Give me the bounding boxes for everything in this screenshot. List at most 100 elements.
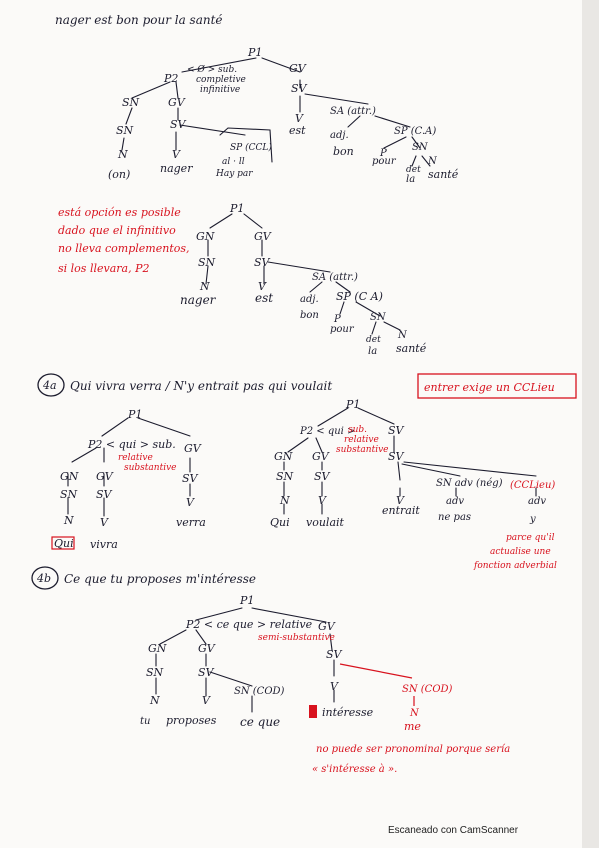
t1-spcc-words: al · ll bbox=[222, 157, 245, 167]
q4b-sncod: SN (COD) bbox=[234, 686, 285, 697]
q4a-l-rel: relative bbox=[118, 453, 153, 463]
t1-lines bbox=[121, 57, 431, 167]
svg-text:no puede ser pronominal porque: no puede ser pronominal porque sería bbox=[316, 744, 510, 755]
t2-p1: P1 bbox=[229, 202, 244, 215]
q4a-red-box bbox=[417, 373, 577, 399]
t1-v3: V bbox=[295, 112, 304, 125]
t2-n2: N bbox=[397, 330, 408, 341]
t1-v: V bbox=[172, 148, 181, 161]
q4a-l-qui-box bbox=[51, 536, 75, 550]
q4a-r-adv: adv bbox=[446, 496, 464, 507]
svg-text:« s'intéresse à ».: « s'intéresse à ». bbox=[312, 764, 397, 775]
t2-sante: santé bbox=[396, 342, 427, 355]
q4a-r-red-note: parce qu'il actualise une fonction adver… bbox=[473, 533, 557, 571]
svg-text:dado que el infinitivo: dado que el infinitivo bbox=[58, 224, 176, 237]
t1-pour: pour bbox=[372, 156, 397, 167]
svg-text:no lleva complementos,: no lleva complementos, bbox=[58, 242, 190, 255]
q4a-l-qui: Qui bbox=[54, 537, 74, 550]
t2-pour: pour bbox=[330, 324, 355, 335]
q4a-l-gn: GN bbox=[60, 470, 79, 483]
t2-det: det bbox=[366, 335, 381, 345]
t1-sa: SA (attr.) bbox=[330, 106, 376, 117]
t1-p2: P2 bbox=[163, 72, 178, 85]
q4b-sncod2: SN (COD) bbox=[402, 684, 453, 695]
q4a-r-rel: relative bbox=[344, 435, 379, 445]
t2-bon: bon bbox=[300, 310, 319, 321]
q4a-r-entrait: entrait bbox=[382, 504, 420, 517]
q4a-l-gv: GV bbox=[184, 442, 202, 455]
t1-sv2: SV bbox=[170, 118, 187, 131]
t2-sa: SA (attr.) bbox=[312, 272, 358, 283]
q4a-r-sv2: SV bbox=[388, 450, 405, 463]
t2-lines bbox=[205, 213, 401, 335]
q4a-l-p1: P1 bbox=[127, 408, 142, 421]
svg-text:si los llevara, P2: si los llevara, P2 bbox=[58, 262, 149, 275]
q4b-n2: N bbox=[409, 708, 420, 719]
t2-sn: SN bbox=[198, 256, 216, 269]
q4a-l-v: V bbox=[100, 516, 109, 529]
q4a-l-sn: SN bbox=[60, 488, 78, 501]
q4a-r-cclieu: (CCLieu) bbox=[510, 480, 555, 491]
q4b-v3: V bbox=[330, 680, 339, 693]
t1-heading: nager est bon pour la santé bbox=[55, 13, 223, 27]
q4a-r-voulait: voulait bbox=[306, 516, 345, 529]
q4b-me: me bbox=[404, 720, 421, 733]
camscanner-footer: Escaneado con CamScanner bbox=[388, 825, 519, 836]
q4b-heading: Ce que tu proposes m'intéresse bbox=[64, 572, 256, 586]
q4b-lines bbox=[155, 607, 415, 713]
scanned-page bbox=[0, 0, 582, 848]
q4a-r-qui: Qui bbox=[270, 516, 290, 529]
svg-text:parce qu'il: parce qu'il bbox=[506, 533, 555, 543]
q4b-gv2: GV bbox=[198, 642, 216, 655]
t2-sv: SV bbox=[254, 256, 271, 269]
q4a-l-sub: substantive bbox=[124, 463, 176, 473]
t1-p2-note2: completive bbox=[196, 75, 246, 85]
t1-sn3: SN bbox=[412, 142, 429, 153]
q4a-l-v3: V bbox=[186, 496, 195, 509]
t1-sante: santé bbox=[428, 168, 459, 181]
q4b-semi: semi-substantive bbox=[258, 633, 335, 643]
q4a-r-sn: SN bbox=[276, 470, 294, 483]
t1-on: (on) bbox=[108, 168, 130, 181]
t1-la: la bbox=[406, 174, 415, 185]
q4b-v: V bbox=[202, 694, 211, 707]
t2-v: V bbox=[258, 280, 267, 293]
q4a-r-gv: GV bbox=[312, 450, 330, 463]
t1-n: N bbox=[117, 148, 128, 161]
t2-gv: GV bbox=[254, 230, 272, 243]
t1-spcc: SP (CCL) bbox=[230, 142, 272, 153]
q4a-r-n: N bbox=[279, 494, 290, 507]
q4b-cequel: ce que bbox=[240, 715, 280, 729]
q4a-left-lines bbox=[67, 417, 191, 517]
q4a-r-gn: GN bbox=[274, 450, 293, 463]
t1-sn: SN bbox=[122, 96, 140, 109]
t2-sp: SP (C A) bbox=[336, 290, 383, 303]
q4b-sv: SV bbox=[198, 666, 215, 679]
q4a-l-sv: SV bbox=[96, 488, 113, 501]
q4a-l-n: N bbox=[63, 514, 74, 527]
t1-est: est bbox=[289, 124, 306, 137]
q4b-sv3: SV bbox=[326, 648, 343, 661]
t2-p: P bbox=[333, 314, 341, 325]
t1-gv: GV bbox=[289, 62, 307, 75]
q4a-r-nepas: ne pas bbox=[438, 512, 471, 523]
t1-adj: adj. bbox=[330, 130, 349, 141]
q4b-label-circle bbox=[31, 566, 59, 590]
q4b-red-note: no puede ser pronominal porque sería « s… bbox=[312, 744, 510, 775]
q4a-label-circle bbox=[37, 373, 65, 397]
q4a-r-y: y bbox=[529, 514, 536, 525]
t1-det: det bbox=[406, 165, 421, 175]
t2-red-note: está opción es posible dado que el infin… bbox=[58, 206, 190, 275]
q4a-l-verra: verra bbox=[176, 516, 206, 529]
q4a-r-v: V bbox=[318, 494, 327, 507]
t2-n: N bbox=[199, 280, 210, 293]
q4a-r-subst: substantive bbox=[336, 445, 388, 455]
q4a-heading: Qui vivra verra / N'y entrait pas qui vo… bbox=[70, 379, 332, 393]
q4a-r-p2: P2 < qui > bbox=[299, 426, 355, 437]
q4b-tu: tu bbox=[140, 716, 150, 727]
svg-text:fonction adverbial: fonction adverbial bbox=[473, 561, 557, 571]
q4a-right-lines bbox=[283, 407, 537, 515]
q4b-gn: GN bbox=[148, 642, 167, 655]
svg-text:actualise une: actualise une bbox=[490, 547, 551, 557]
